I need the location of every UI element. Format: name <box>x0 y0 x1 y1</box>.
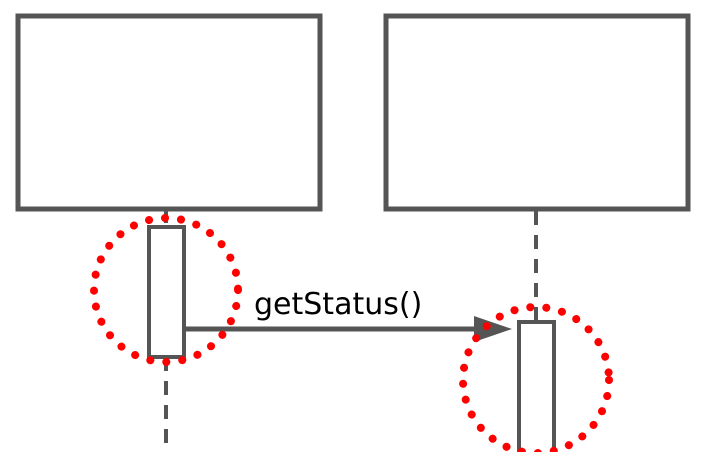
activation-bar-right <box>517 320 556 452</box>
message-label: getStatus() <box>254 287 422 322</box>
lifeline-box-right <box>383 13 691 212</box>
activation-bar-left <box>147 225 186 359</box>
message-arrowhead <box>474 316 512 342</box>
highlight-circle-right <box>459 303 613 452</box>
highlight-circle-left <box>90 214 242 366</box>
lifeline-box-left <box>15 13 323 212</box>
